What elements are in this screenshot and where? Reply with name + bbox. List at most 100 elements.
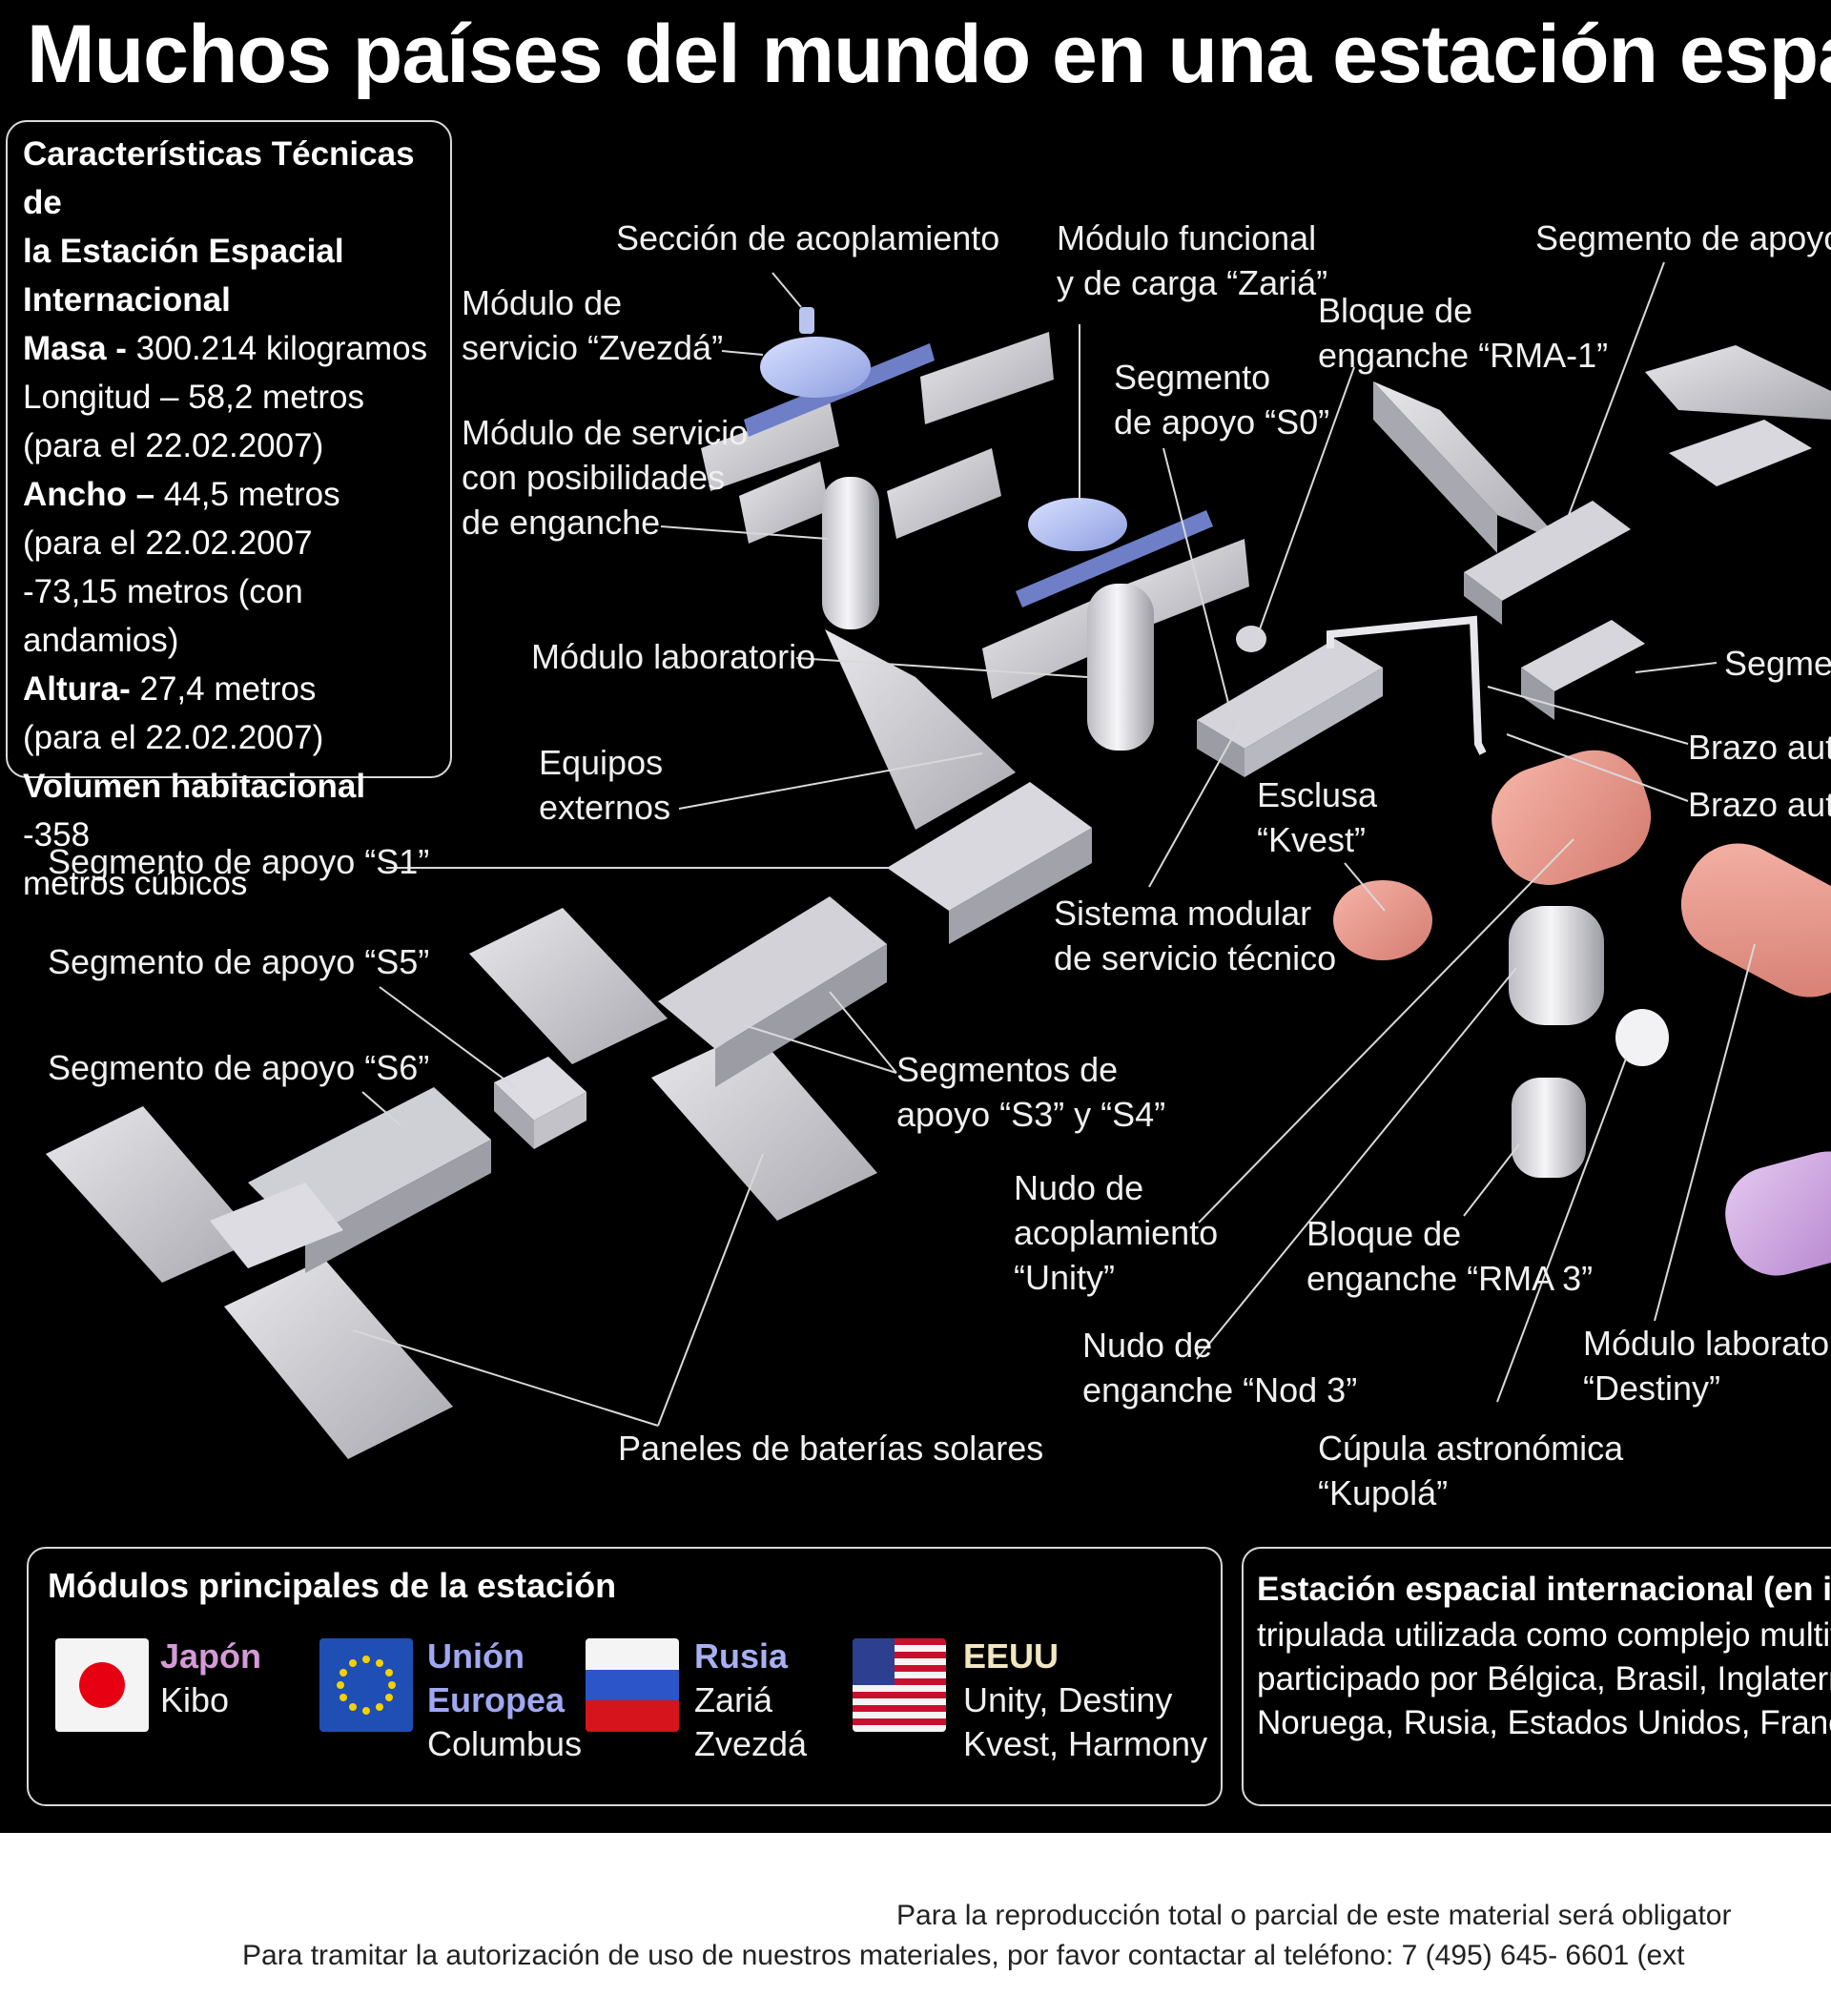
solar-panel	[920, 332, 1054, 424]
truss-block	[715, 944, 887, 1087]
spec-masa: Masa - 300.214 kilogramos	[23, 330, 428, 367]
spec-altura: Altura- 27,4 metros	[23, 670, 317, 708]
kvest-airlock	[1333, 880, 1432, 960]
country-name-union: Unión	[427, 1636, 525, 1676]
label-sistema-modular: Sistema modular de servicio técnico	[1054, 894, 1337, 977]
spec-altura-date: (para el 22.02.2007)	[23, 719, 324, 756]
specs-heading-3: Internacional	[23, 281, 231, 319]
country-name-japan: Japón	[160, 1636, 262, 1676]
info-box: Estación espacial internacional (en ingl…	[1242, 1547, 1831, 1806]
solar-array	[1016, 510, 1213, 607]
label-segmento-p: Segmento de apoyo “P	[1535, 218, 1831, 257]
label-modulo-laboratorio: Módulo laboratorio	[531, 637, 816, 676]
solar-panel	[469, 908, 668, 1064]
info-line-1: tripulada utilizada como complejo multif…	[1257, 1616, 1831, 1654]
spec-longitud-date: (para el 22.02.2007)	[23, 427, 324, 464]
legend-russia: Rusia Zariá Zvezdá	[694, 1635, 807, 1766]
solar-panel	[46, 1106, 257, 1283]
info-line-2: participado por Bélgica, Brasil, Inglate…	[1257, 1660, 1831, 1697]
zaria-module	[1028, 498, 1127, 551]
legend-title: Módulos principales de la estación	[48, 1566, 617, 1605]
label-modulo-enganche: Módulo de servicio con posibilidades de …	[462, 413, 749, 542]
module-unity-destiny: Unity, Destiny	[963, 1680, 1173, 1719]
spec-ancho: Ancho – 44,5 metros	[23, 476, 340, 513]
p-segment	[1373, 345, 1831, 720]
label-paneles-solares: Paneles de baterías solares	[618, 1429, 1044, 1468]
modules-legend: Módulos principales de la estación Japón…	[27, 1547, 1223, 1806]
footer-line-2: Para tramitar la autorización de uso de …	[242, 1940, 1685, 1971]
truss-block	[210, 1183, 343, 1268]
spec-volumen-unit: metros cúbicos	[23, 865, 248, 902]
specs-box: Características Técnicas de la Estación …	[6, 120, 452, 902]
nod3-node	[1509, 906, 1604, 1025]
station-illustration	[46, 261, 1831, 1459]
page-title: Muchos países del mundo en una estación …	[27, 9, 1831, 100]
legend-japan: Japón Kibo	[160, 1635, 261, 1722]
pink-nodes	[1333, 750, 1831, 998]
spec-volumen: Volumen habitacional -358	[23, 768, 366, 854]
solar-panel	[887, 448, 1001, 539]
label-rma1: Bloque de enganche “RMA-1”	[1318, 291, 1609, 375]
specs-heading-1: Características Técnicas de	[23, 135, 415, 221]
legend-eu: Unión Europea Columbus	[427, 1635, 582, 1766]
country-name-eeuu: EEUU	[963, 1636, 1060, 1676]
truss-block	[658, 896, 887, 1049]
module-kibo: Kibo	[160, 1680, 230, 1719]
label-s3-s4: Segmentos de apoyo “S3” y “S4”	[896, 1050, 1166, 1134]
s5-segment	[494, 1057, 586, 1149]
label-unity: Nudo de acoplamiento “Unity”	[1014, 1168, 1219, 1297]
robot-arm	[1327, 615, 1487, 755]
rma3-block	[1512, 1078, 1586, 1178]
label-nod3: Nudo de enganche “Nod 3”	[1082, 1326, 1358, 1409]
solar-panel	[701, 401, 839, 491]
legend-usa: EEUU Unity, Destiny Kvest, Harmony	[963, 1635, 1207, 1766]
eu-flag-icon	[319, 1638, 413, 1732]
zaria-cylinder	[1087, 584, 1154, 751]
label-brazo-1: Brazo auto	[1688, 728, 1831, 767]
japan-flag-icon	[55, 1638, 149, 1732]
info-line-3: Noruega, Rusia, Estados Unidos, Francia,…	[1257, 1704, 1831, 1741]
russia-flag-icon	[586, 1638, 679, 1732]
spec-ancho-extra: -73,15 metros (con andamios)	[23, 573, 303, 659]
white-nodes	[1509, 906, 1669, 1178]
rma1-block	[1236, 626, 1266, 652]
label-s5: Segmento de apoyo “S5”	[48, 942, 430, 981]
label-s1: Segmento de apoyo “S1”	[48, 842, 430, 881]
label-s6: Segmento de apoyo “S6”	[48, 1048, 430, 1087]
usa-flag-icon	[853, 1638, 946, 1732]
label-kvest: Esclusa “Kvest”	[1257, 775, 1378, 859]
label-zaria: Módulo funcional y de carga “Zariá”	[1057, 218, 1328, 302]
label-brazo-2: Brazo auto	[1688, 785, 1831, 824]
leader-lines	[352, 261, 1756, 1427]
info-title: Estación espacial internacional (en ingl	[1257, 1571, 1831, 1608]
label-s0: Segmento de apoyo “S0”	[1114, 358, 1330, 442]
kibo-module	[1725, 1151, 1831, 1276]
country-name-europea: Europea	[427, 1680, 566, 1719]
truss-block	[305, 1140, 491, 1273]
zaria-group	[982, 498, 1249, 751]
label-segmer: Segmer	[1724, 644, 1831, 683]
module-columbus: Columbus	[427, 1724, 583, 1763]
zvezda-group	[701, 307, 1054, 629]
s1-segment	[887, 782, 1092, 944]
spec-longitud: Longitud – 58,2 metros	[23, 379, 365, 416]
module-zvezda: Zvezdá	[694, 1724, 808, 1763]
solar-panel	[651, 1030, 877, 1221]
s3-s4-segment	[469, 896, 887, 1221]
specs-heading-2: la Estación Espacial	[23, 233, 344, 270]
module-zaria: Zariá	[694, 1680, 773, 1719]
country-name-russia: Rusia	[694, 1636, 789, 1676]
solar-panel	[224, 1259, 453, 1459]
footer-line-1: Para la reproducción total o parcial de …	[896, 1900, 1732, 1931]
radiator	[825, 629, 1016, 830]
label-kupola: Cúpula astronómica “Kupolá”	[1318, 1429, 1624, 1512]
label-rma3: Bloque de enganche “RMA 3”	[1306, 1214, 1594, 1298]
module-kvest-harmony: Kvest, Harmony	[963, 1724, 1208, 1763]
docking-section	[799, 307, 814, 334]
label-destiny: Módulo laboratorio “Destiny”	[1583, 1324, 1831, 1408]
zvezda-module	[760, 337, 871, 398]
unity-node	[1492, 750, 1652, 885]
service-module	[822, 477, 879, 629]
label-seccion-acoplamiento: Sección de acoplamiento	[616, 218, 1000, 257]
